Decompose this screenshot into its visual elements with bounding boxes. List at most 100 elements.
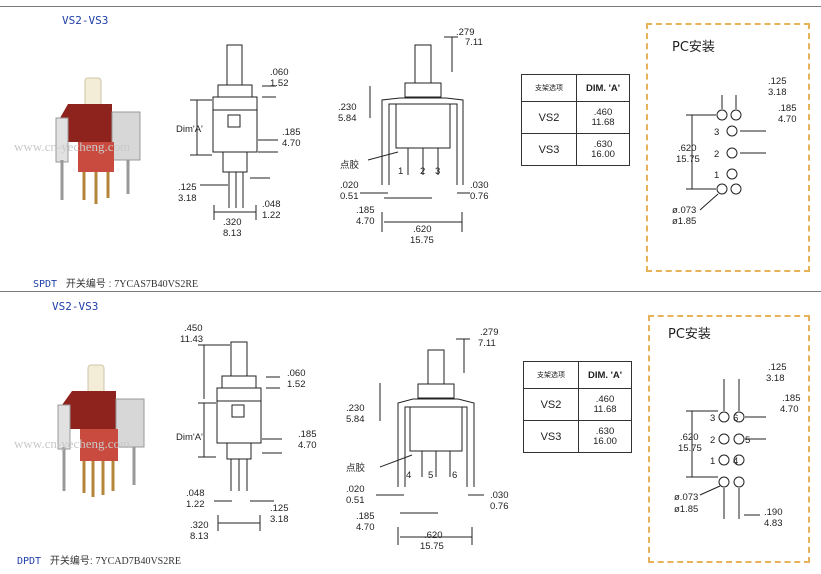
dim-text: .620 bbox=[413, 224, 432, 235]
pin-label: 2 bbox=[714, 149, 719, 160]
table-head-bracket: 支架选项 bbox=[521, 74, 577, 102]
panel-title: VS2-VS3 bbox=[52, 300, 99, 313]
dim-text: 15.75 bbox=[420, 541, 444, 552]
top-divider bbox=[0, 6, 821, 7]
dim-text: .230 bbox=[338, 102, 357, 113]
dim-text: .620 bbox=[680, 432, 699, 443]
part-number: 7YCAS7B40VS2RE bbox=[114, 279, 199, 290]
pin-label: 1 bbox=[714, 170, 719, 181]
dim-text: 4.70 bbox=[298, 440, 317, 451]
pc-mount-title: PC安装 bbox=[672, 40, 715, 55]
dim-text: 1.52 bbox=[287, 379, 306, 390]
watermark: www.cn-yecheng.com bbox=[14, 436, 130, 451]
dim-text: ø1.85 bbox=[674, 504, 698, 515]
dim-text: .320 bbox=[190, 520, 209, 531]
dim-text: 3.18 bbox=[270, 514, 289, 525]
pin-label: 3 bbox=[710, 413, 715, 424]
dim-text: ø.073 bbox=[674, 492, 698, 503]
table-head-bracket: 支架选项 bbox=[523, 361, 579, 389]
dim-text: 0.51 bbox=[340, 191, 359, 202]
table-row-label: VS2 bbox=[523, 388, 579, 421]
dim-text: 4.83 bbox=[764, 518, 783, 529]
dim-text: .020 bbox=[340, 180, 359, 191]
dim-text: .185 bbox=[298, 429, 317, 440]
dim-text: 4.70 bbox=[780, 404, 799, 415]
pc-mount-title: PC安装 bbox=[668, 327, 711, 342]
dim-text: Dim'A' bbox=[176, 124, 203, 135]
dim-text: .279 bbox=[456, 27, 475, 38]
spdt-drawings: www.cn-yecheng.com .060 1.52 bbox=[14, 27, 797, 246]
dim-text: .048 bbox=[186, 488, 205, 499]
table-row-label: VS2 bbox=[521, 101, 577, 134]
switch-type: SPDT bbox=[33, 279, 58, 290]
dim-text: 4.70 bbox=[356, 522, 375, 533]
dim-text: 4.70 bbox=[282, 138, 301, 149]
dim-text: .020 bbox=[346, 484, 365, 495]
dim-text: .185 bbox=[356, 205, 375, 216]
pin-label: 1 bbox=[398, 166, 403, 177]
dim-text: 1.22 bbox=[186, 499, 205, 510]
dim-text: 15.75 bbox=[676, 154, 700, 165]
pc-mount-drawing bbox=[686, 379, 766, 519]
pc-mount-box bbox=[648, 315, 810, 563]
panel-title: VS2-VS3 bbox=[62, 14, 109, 27]
dim-text: 1.22 bbox=[262, 210, 281, 221]
middle-divider bbox=[0, 291, 821, 292]
glue-label: 点胶 bbox=[346, 462, 366, 474]
front-view-drawing bbox=[376, 338, 484, 545]
dim-text: 0.76 bbox=[470, 191, 489, 202]
switch-type: DPDT bbox=[17, 556, 42, 567]
pin-label: 5 bbox=[428, 470, 433, 481]
pin-label: 3 bbox=[714, 127, 719, 138]
pin-label: 1 bbox=[710, 456, 715, 467]
dim-text: ø1.85 bbox=[672, 216, 696, 227]
dim-text: .185 bbox=[282, 127, 301, 138]
pc-mount-box bbox=[646, 23, 810, 272]
dim-text: 0.76 bbox=[490, 501, 509, 512]
dim-text: ø.073 bbox=[672, 205, 696, 216]
dim-text: .185 bbox=[782, 393, 801, 404]
part-number-line: SPDT 开关编号 : 7YCAS7B40VS2RE bbox=[33, 275, 198, 290]
dim-text: .125 bbox=[768, 362, 787, 373]
dim-text: .620 bbox=[424, 530, 443, 541]
pin-label: 6 bbox=[733, 413, 738, 424]
spdt-panel: VS2-VS3 www.cn-yecheng.com bbox=[0, 6, 821, 290]
switch-photo bbox=[55, 77, 141, 204]
part-number-label: 开关编号: bbox=[49, 556, 93, 567]
dim-text: 15.75 bbox=[678, 443, 702, 454]
table-row-label: VS3 bbox=[521, 133, 577, 166]
dim-text: .125 bbox=[178, 182, 197, 193]
dim-text: 5.84 bbox=[338, 113, 357, 124]
dim-text: .185 bbox=[356, 511, 375, 522]
dim-text: .320 bbox=[223, 217, 242, 228]
dim-text: .125 bbox=[270, 503, 289, 514]
dim-text: .030 bbox=[470, 180, 489, 191]
switch-photo bbox=[57, 364, 145, 497]
pin-label: 5 bbox=[745, 435, 750, 446]
dim-text: 1.52 bbox=[270, 78, 289, 89]
dim-text: .185 bbox=[778, 103, 797, 114]
glue-label: 点胶 bbox=[340, 159, 360, 171]
dim-text: 3.18 bbox=[766, 373, 785, 384]
side-view-drawing bbox=[190, 44, 278, 220]
dim-text: 0.51 bbox=[346, 495, 365, 506]
table-row-label: VS3 bbox=[523, 420, 579, 453]
part-number-label: 开关编号 : bbox=[65, 279, 112, 290]
dim-text: .190 bbox=[764, 507, 783, 518]
table-head-dim: DIM. 'A' bbox=[576, 74, 630, 102]
dim-text: 11.43 bbox=[180, 334, 203, 345]
dim-text: 3.18 bbox=[768, 87, 787, 98]
dim-text: .279 bbox=[480, 327, 499, 338]
dpdt-panel: VS2-VS3 www.cn-yecheng.com bbox=[0, 287, 821, 574]
pin-label: 2 bbox=[420, 166, 425, 177]
table-head-dim: DIM. 'A' bbox=[578, 361, 632, 389]
watermark: www.cn-yecheng.com bbox=[14, 139, 130, 154]
dim-text: 4.70 bbox=[778, 114, 797, 125]
dim-text: .060 bbox=[270, 67, 289, 78]
